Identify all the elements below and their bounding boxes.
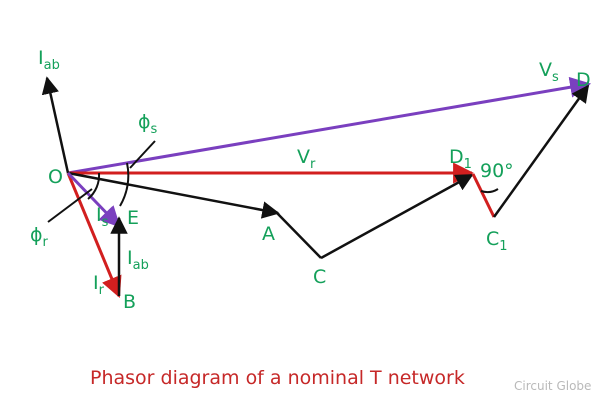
label-ir: Ir — [93, 272, 105, 298]
label-iab-side: Iab — [127, 247, 149, 273]
label-phi-r: ϕr — [30, 224, 49, 250]
segment-ac — [275, 211, 322, 259]
label-b: B — [123, 291, 136, 313]
label-is: Is — [96, 204, 109, 230]
segment-cd1 — [320, 173, 474, 260]
leader-phi-r — [47, 188, 93, 223]
phasor-vs — [67, 76, 592, 175]
watermark: Circuit Globe — [514, 379, 591, 393]
label-angle-90: 90° — [480, 160, 514, 182]
label-d1: D1 — [449, 146, 472, 172]
segment-d1c1 — [471, 173, 496, 218]
segment-c1d — [492, 84, 590, 218]
label-phi-s: ϕs — [138, 111, 158, 137]
label-c1: C1 — [486, 228, 508, 254]
label-e: E — [127, 207, 139, 229]
angle-arc-phi-r — [87, 172, 101, 200]
label-iab-top: Iab — [38, 47, 60, 73]
angle-arc-phi-s — [119, 162, 130, 207]
label-a: A — [262, 223, 275, 245]
caption: Phasor diagram of a nominal T network — [90, 367, 465, 389]
label-o: O — [48, 166, 63, 188]
segment-oa — [67, 171, 280, 219]
angle-arc-90 — [480, 188, 499, 194]
label-c: C — [313, 266, 326, 288]
phasor-ir — [66, 172, 122, 298]
label-vs: Vs — [539, 59, 559, 85]
phasor-iab-top — [41, 76, 70, 174]
label-vr: Vr — [297, 146, 316, 172]
leader-phi-s — [129, 140, 156, 169]
label-d: D — [576, 69, 591, 91]
